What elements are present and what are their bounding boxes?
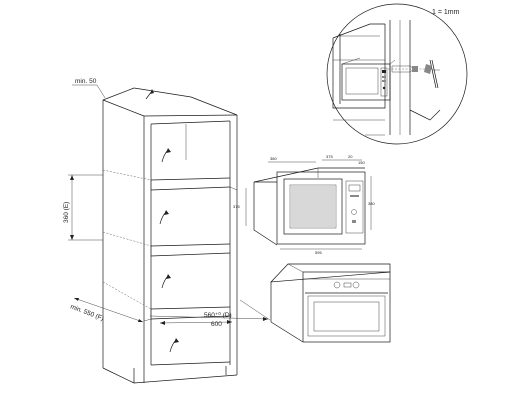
- dim-min-50: min. 50: [75, 78, 97, 85]
- dim-360-e: 360 (E): [63, 202, 70, 223]
- detail-microwave: [341, 57, 396, 101]
- screw-detail: [388, 59, 440, 89]
- dim-frame-side: 380: [368, 201, 375, 206]
- dim-frame-top-c: 150: [358, 160, 365, 165]
- oven-drawing: [270, 263, 391, 343]
- dim-frame-height: 375: [233, 204, 240, 209]
- dim-frame-top-b: 20: [348, 154, 353, 159]
- detail-cabinet: [332, 20, 441, 136]
- dim-600: 600: [211, 321, 222, 328]
- airflow-arrows: [145, 89, 179, 353]
- microwave-frame-drawing: 380 375 20 150 375 380 595: [233, 154, 375, 255]
- scale-note: 1 = 1mm: [432, 9, 460, 16]
- dim-frame-top-a: 375: [326, 154, 333, 159]
- dim-frame-bottom: 595: [315, 250, 322, 255]
- dim-min-550-f: min. 550 (F): [69, 303, 104, 322]
- detail-magnifier: [326, 3, 468, 145]
- detail-circle: [326, 3, 468, 145]
- dim-560-d: 560⁺⁰ (D): [204, 311, 232, 319]
- dim-frame-top: 380: [270, 156, 277, 161]
- tall-cabinet: [102, 87, 238, 384]
